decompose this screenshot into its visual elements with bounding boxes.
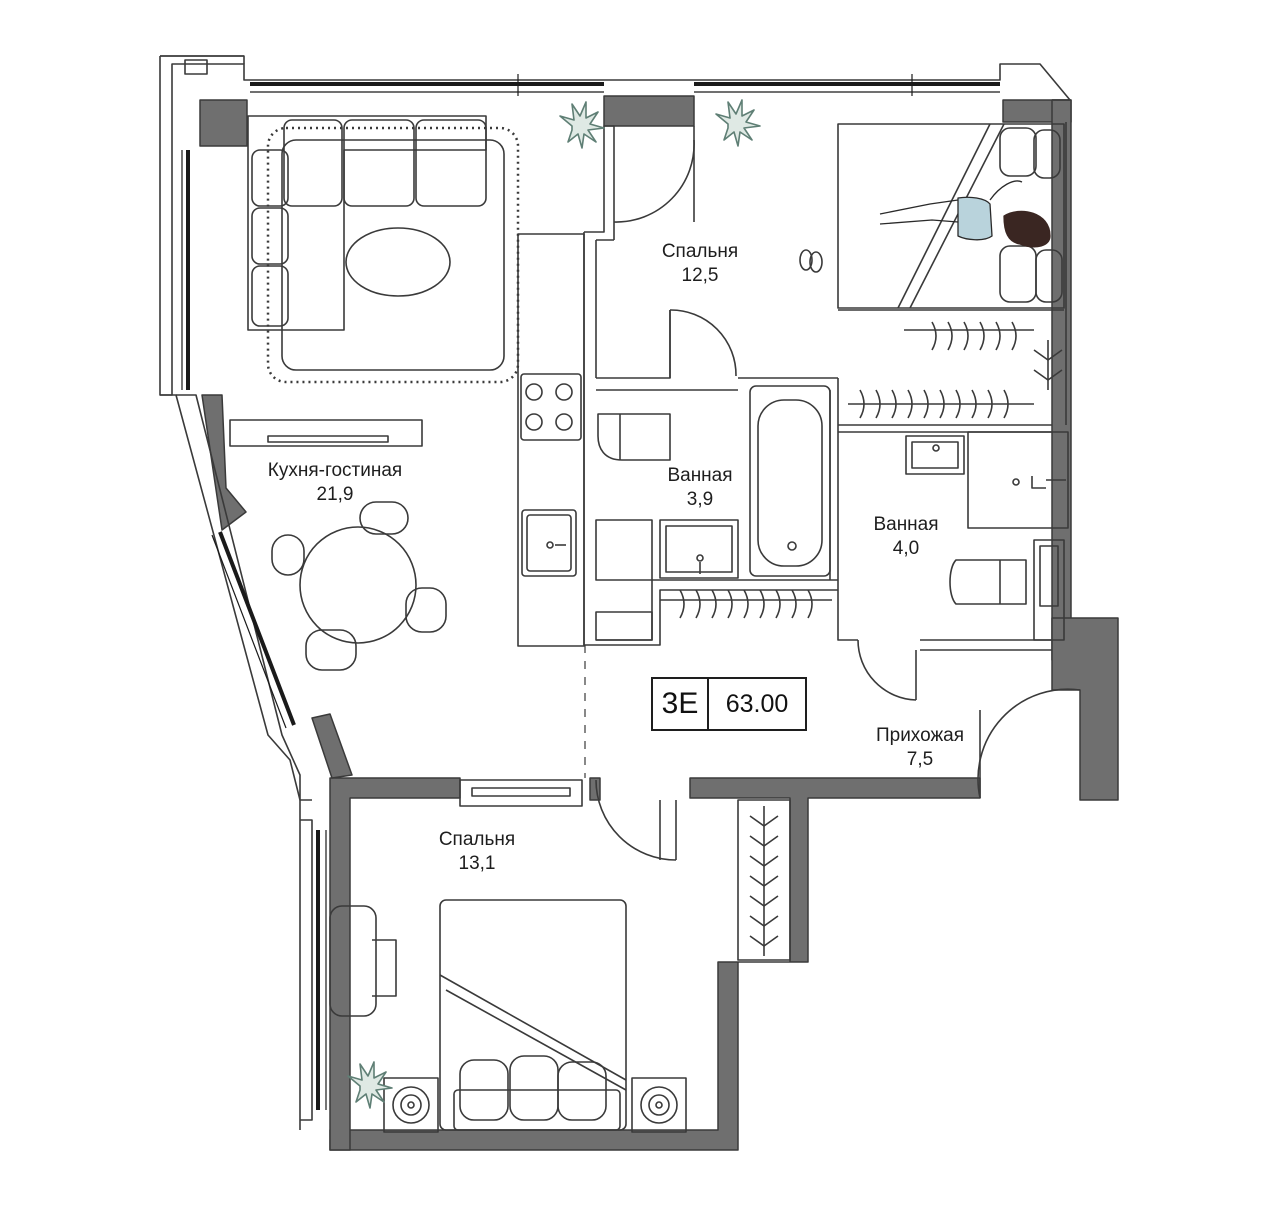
room-area: 4,0: [892, 538, 920, 559]
plant-icon: [715, 99, 761, 147]
unit-code: 3E: [653, 679, 709, 729]
windows: [181, 74, 1000, 1110]
room-area: 21,9: [316, 484, 354, 505]
room-label-bedroom-1: Спальня 12,5: [630, 240, 770, 288]
unit-area: 63.00: [725, 689, 789, 718]
sofa: [247, 115, 487, 331]
room-name: Спальня: [661, 241, 739, 262]
room-label-bathroom-1: Ванная 3,9: [640, 464, 760, 512]
kitchen-counter: [517, 233, 585, 647]
room-label-kitchen-living: Кухня-гостиная 21,9: [240, 459, 430, 507]
room-label-hallway: Прихожая 7,5: [850, 724, 990, 772]
room-area: 12,5: [681, 265, 719, 286]
doors: [595, 126, 1081, 861]
plant-icon: [347, 1061, 393, 1109]
slippers-icon: [799, 249, 823, 273]
outer-frame: [159, 55, 1071, 1130]
bathroom-2-fixtures: [905, 431, 1069, 641]
bathroom-1-fixtures: [595, 385, 832, 641]
room-area: 3,9: [686, 489, 714, 510]
bed-1: [837, 123, 1065, 311]
bedroom-2-furniture: [329, 779, 687, 1133]
unit-badge: 3E 63.00: [651, 677, 807, 731]
room-area: 7,5: [906, 749, 934, 770]
room-name: Спальня: [438, 829, 516, 850]
tv-stand: [229, 419, 423, 447]
rug: [266, 126, 520, 384]
room-name: Прихожая: [875, 725, 965, 746]
sleeping-figure: [879, 180, 1051, 248]
hall-wardrobe: [737, 799, 791, 961]
dining-set: [271, 501, 447, 671]
room-label-bedroom-2: Спальня 13,1: [407, 828, 547, 876]
room-name: Ванная: [667, 465, 733, 486]
plant-icon: [559, 101, 605, 149]
room-label-bathroom-2: Ванная 4,0: [846, 513, 966, 561]
room-name: Ванная: [873, 514, 939, 535]
coffee-table: [345, 227, 451, 297]
room-area: 13,1: [458, 853, 496, 874]
wardrobe-1: [848, 321, 1063, 419]
room-name: Кухня-гостиная: [267, 460, 403, 481]
